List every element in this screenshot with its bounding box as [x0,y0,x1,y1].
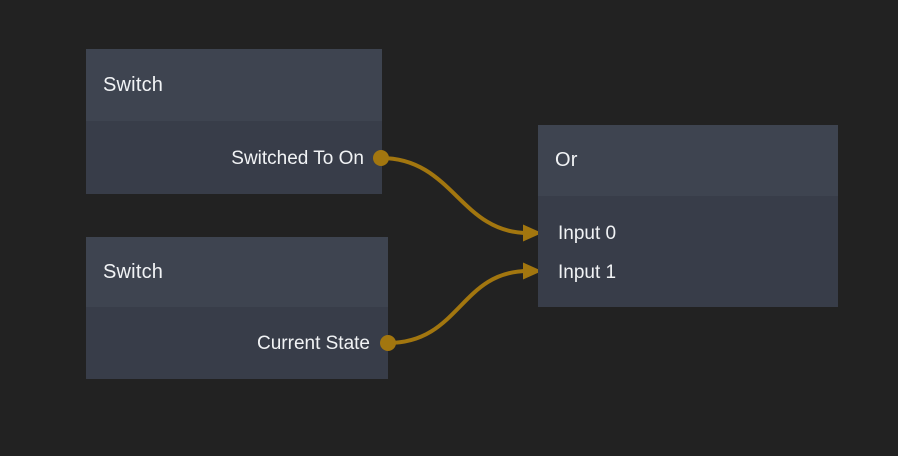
node-title: Switch [103,73,164,96]
wire-path [387,269,529,345]
input-port-row: Input 0 [538,214,838,253]
output-port-row: Switched To On [86,139,382,178]
port-label: Current State [257,332,370,354]
output-port-row: Current State [86,324,388,363]
input-port-row: Input 1 [538,253,838,292]
port-label: Input 0 [558,222,617,244]
node-header[interactable]: Or [538,125,838,196]
port-label: Input 1 [558,261,617,283]
node-title: Switch [103,260,164,283]
node-body: Switched To On [86,121,382,194]
node-header[interactable]: Switch [86,49,382,121]
node-title: Or [555,149,578,171]
output-port-dot[interactable] [380,335,396,351]
port-label: Switched To On [231,147,364,169]
node-body: Current State [86,307,388,379]
wire-switch-1-to-or-1[interactable] [380,156,542,242]
node-body: Input 0 Input 1 [538,196,838,307]
wire-switch-2-to-or-1[interactable] [387,262,542,345]
wire-path [380,156,529,235]
node-header[interactable]: Switch [86,237,388,307]
output-port-dot[interactable] [373,150,389,166]
